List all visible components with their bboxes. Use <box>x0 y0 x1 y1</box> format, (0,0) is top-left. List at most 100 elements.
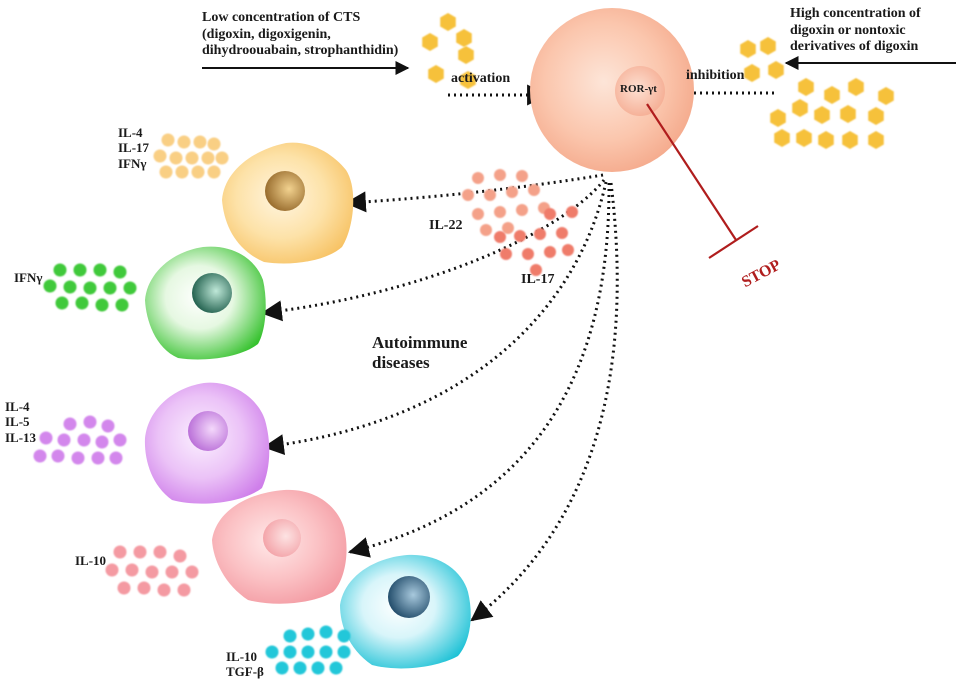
cytokine-dot <box>173 549 187 563</box>
il22-dot <box>462 189 474 201</box>
low-conc-line-1: Low concentration of CTS <box>202 10 361 25</box>
cytokine-dot <box>153 545 167 559</box>
cytokine-dot <box>301 645 315 659</box>
il17-dot <box>530 264 542 276</box>
il22-label: IL-22 <box>429 218 463 233</box>
cyan-cell <box>340 554 471 669</box>
cytokine-dot <box>185 565 199 579</box>
il17-dot <box>544 208 556 220</box>
cytokine-dot <box>91 451 105 465</box>
purple-cell-cytokines: IL-4 IL-5 IL-13 <box>5 399 36 445</box>
cytokine-label: IFNγ <box>118 155 147 171</box>
cytokine-dot <box>157 583 171 597</box>
cytokine-dot <box>283 629 297 643</box>
low-conc-line-3: dihydroouabain, strophanthidin) <box>202 43 399 59</box>
il17-dot <box>522 248 534 260</box>
green-cell <box>145 246 266 360</box>
il22-dot <box>472 172 484 184</box>
autoimmune-line-2: diseases <box>372 353 430 373</box>
autoimmune-label: Autoimmune diseases <box>372 333 467 373</box>
cytokine-dot <box>265 645 279 659</box>
cytokine-dot <box>169 151 183 165</box>
low-concentration-label: Low concentration of CTS (digoxin, digox… <box>202 10 398 60</box>
cytokine-dot <box>283 645 297 659</box>
il17-dot <box>556 227 568 239</box>
cytokine-dot <box>133 545 147 559</box>
cytokine-dot <box>175 165 189 179</box>
il17-dot <box>566 206 578 218</box>
il22-dot <box>516 204 528 216</box>
cts-molecule <box>770 109 786 127</box>
differentiation-arrows <box>260 173 619 622</box>
cytokine-dot <box>337 629 351 643</box>
il22-dot <box>494 169 506 181</box>
arrow-to-yellow-cell <box>344 173 604 213</box>
cytokine-dot <box>311 661 325 675</box>
cts-molecule <box>460 71 476 89</box>
arrow-to-green-cell <box>260 179 606 322</box>
cytokine-dot <box>83 415 97 429</box>
cytokine-dot <box>329 661 343 675</box>
cytokine-dot <box>215 151 229 165</box>
il22-dot <box>484 189 496 201</box>
cytokine-dots <box>33 13 894 675</box>
cts-molecule <box>768 61 784 79</box>
cts-molecule <box>868 107 884 125</box>
il22-dot <box>502 222 514 234</box>
cytokine-dot <box>113 433 127 447</box>
cytokine-dot <box>77 433 91 447</box>
cytokine-dot <box>165 565 179 579</box>
cts-molecule <box>878 87 894 105</box>
cytokine-dot <box>95 298 109 312</box>
cts-molecule <box>818 131 834 149</box>
cytokine-dot <box>51 449 65 463</box>
cts-molecule <box>740 40 756 58</box>
il17-dot <box>562 244 574 256</box>
naive-t-cell <box>530 8 694 172</box>
cytokine-label: IL-10 <box>75 553 107 568</box>
cytokine-dot <box>101 419 115 433</box>
il17-dot <box>544 246 556 258</box>
high-conc-line-1: High concentration of <box>790 6 921 21</box>
cts-molecule <box>814 106 830 124</box>
cts-molecule <box>848 78 864 96</box>
il17-dot <box>500 248 512 260</box>
cts-molecule <box>842 131 858 149</box>
cytokine-dot <box>319 645 333 659</box>
cytokine-dot <box>33 449 47 463</box>
cts-molecule <box>792 99 808 117</box>
cts-molecule <box>760 37 776 55</box>
il17-dot <box>494 231 506 243</box>
cytokine-dot <box>115 298 129 312</box>
cytokine-dot <box>275 661 289 675</box>
cytokine-dot <box>83 281 97 295</box>
yellow-cell <box>222 142 354 264</box>
autoimmune-line-1: Autoimmune <box>372 333 468 352</box>
inhibition-label: inhibition <box>686 68 745 83</box>
pink-cell <box>212 489 347 604</box>
cts-molecule <box>868 131 884 149</box>
cytokine-dot <box>337 645 351 659</box>
cytokine-label: TGF-β <box>226 664 264 680</box>
pink-cell-cytokines: IL-10 <box>75 553 106 568</box>
stop-bar <box>708 225 759 259</box>
cytokine-dot <box>105 563 119 577</box>
cts-molecule <box>458 46 474 64</box>
cytokine-dot <box>113 545 127 559</box>
ror-nucleus <box>615 66 665 116</box>
high-conc-line-3: derivatives of digoxin <box>790 39 919 55</box>
cytokine-dot <box>109 451 123 465</box>
cytokine-label: IL-17 <box>118 140 150 156</box>
cytokine-dot <box>207 137 221 151</box>
cytokine-dot <box>159 165 173 179</box>
arrow-to-purple-cell <box>262 181 608 456</box>
il17-label: IL-17 <box>521 272 555 287</box>
cytokine-dot <box>55 296 69 310</box>
cytokine-dot <box>63 417 77 431</box>
purple-cell <box>144 382 270 504</box>
cytokine-dot <box>177 583 191 597</box>
cytokine-dot <box>201 151 215 165</box>
cytokine-dot <box>193 135 207 149</box>
